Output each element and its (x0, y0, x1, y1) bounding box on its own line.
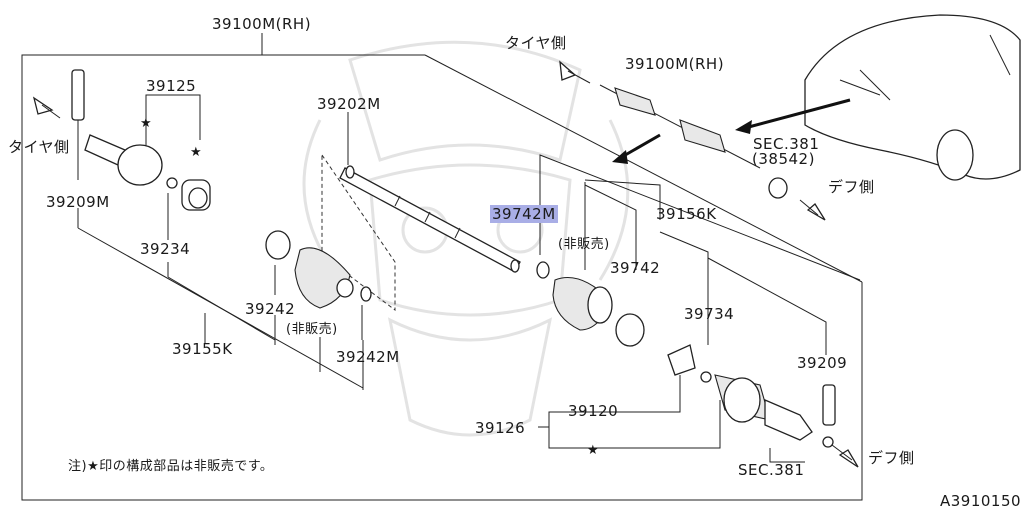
label-39120: 39120 (568, 402, 619, 420)
label-tire-side-left: タイヤ側 (8, 138, 70, 156)
label-tire-side-top: タイヤ側 (505, 34, 567, 52)
direction-arrows (32, 60, 859, 468)
label-diff-side-bottom: デフ側 (868, 449, 915, 467)
small-axle (599, 84, 788, 199)
car-outline (804, 14, 1021, 181)
leader-lines-left (77, 94, 364, 390)
label-not-for-sale-right: (非販売) (558, 237, 610, 252)
label-39126: 39126 (475, 419, 526, 437)
label-39234: 39234 (140, 240, 191, 258)
note-text: 注)★印の構成部品は非販売です。 (68, 459, 274, 474)
label-not-for-sale-left: (非販売) (286, 322, 338, 337)
label-39742m: 39742M (490, 205, 558, 223)
label-39209m: 39209M (46, 193, 110, 211)
leader-lines-right (538, 375, 805, 463)
shaft (339, 165, 521, 273)
label-39155k: 39155K (172, 340, 233, 358)
dashed-outline (321, 153, 396, 312)
label-diff-side-top: デフ側 (828, 178, 875, 196)
label-39100m-rh: 39100M(RH) (212, 15, 312, 33)
boot-right (536, 261, 645, 347)
assembly-frame (21, 33, 863, 501)
label-39125: 39125 (146, 77, 197, 95)
boot-left (265, 230, 372, 309)
inner-joint-right (667, 344, 836, 448)
label-39156k: 39156K (656, 205, 717, 223)
label-sec381-bottom: SEC.381 (738, 461, 805, 479)
label-39209: 39209 (797, 354, 848, 372)
label-39734: 39734 (684, 305, 735, 323)
label-39742: 39742 (610, 259, 661, 277)
diagram-id: A3910150 (940, 492, 1022, 510)
label-sec381-top: SEC.381 (753, 135, 820, 153)
label-39100m-rh-small: 39100M(RH) (625, 55, 725, 73)
star-marker-a: ★ (140, 116, 153, 131)
label-39242m: 39242M (336, 348, 400, 366)
star-marker-c: ★ (587, 443, 600, 458)
label-39242: 39242 (245, 300, 296, 318)
outer-joint-left (71, 69, 211, 211)
star-marker-b: ★ (190, 145, 203, 160)
label-39202m: 39202M (317, 95, 381, 113)
label-sec381-sub: (38542) (752, 150, 815, 168)
